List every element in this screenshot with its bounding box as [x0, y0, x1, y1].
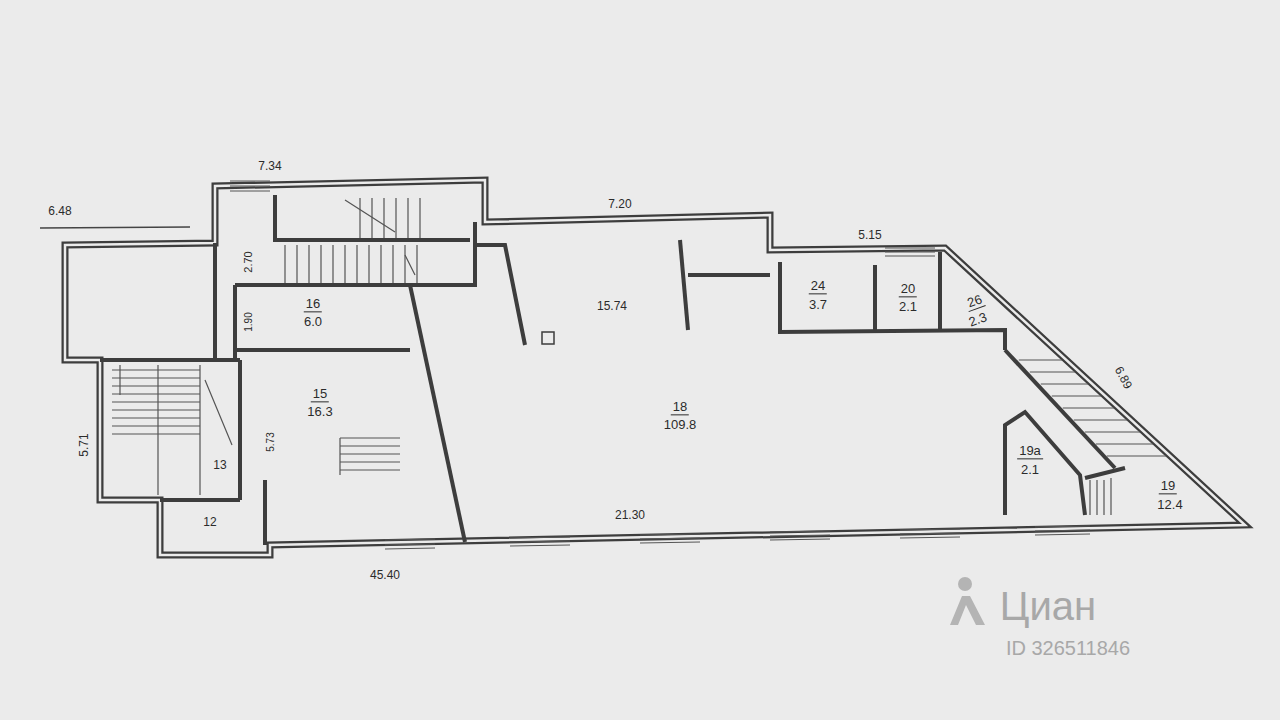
dimension: 2.70 — [242, 249, 254, 274]
dimension: 5.73 — [265, 430, 276, 453]
dimension: 6.48 — [46, 205, 73, 218]
room-area: 109.8 — [662, 418, 699, 432]
room-number: 24 — [809, 279, 827, 294]
interior-wall — [100, 195, 1125, 545]
dimension: 5.71 — [78, 431, 91, 458]
room-area: 16.3 — [305, 405, 334, 419]
room-number: 18 — [671, 400, 689, 415]
room-number: 13 — [211, 459, 228, 472]
stairs — [112, 198, 1166, 515]
dimension-line — [40, 227, 190, 228]
dimension: 5.15 — [856, 229, 883, 242]
column — [542, 332, 554, 344]
room-area: 6.0 — [302, 315, 324, 329]
room-number: 16 — [304, 297, 322, 312]
room-area: 2.3 — [965, 310, 991, 331]
watermark-logo — [950, 577, 985, 625]
room-number: 19а — [1017, 444, 1043, 459]
window — [230, 181, 1090, 549]
outer-wall — [65, 180, 1245, 555]
dimension: 6.89 — [1111, 363, 1135, 393]
dimension: 7.34 — [256, 160, 283, 173]
room-area: 12.4 — [1155, 498, 1184, 512]
room-number: 15 — [311, 387, 329, 402]
room-area: 2.1 — [897, 300, 919, 314]
room-number: 20 — [899, 282, 917, 297]
dimension: 21.30 — [613, 509, 647, 522]
room-area: 3.7 — [807, 298, 829, 312]
dimension: 15.74 — [595, 300, 629, 313]
room-number: 26 — [964, 292, 987, 313]
room-area: 2.1 — [1019, 463, 1041, 477]
watermark: Циан — [998, 584, 1098, 628]
watermark-id: ID 326511846 — [1004, 637, 1132, 659]
dimension: 7.20 — [606, 198, 633, 211]
room-number: 12 — [201, 516, 218, 529]
room-number: 19 — [1159, 479, 1177, 494]
dimension: 1.90 — [243, 310, 254, 333]
dimension: 45.40 — [368, 569, 402, 582]
